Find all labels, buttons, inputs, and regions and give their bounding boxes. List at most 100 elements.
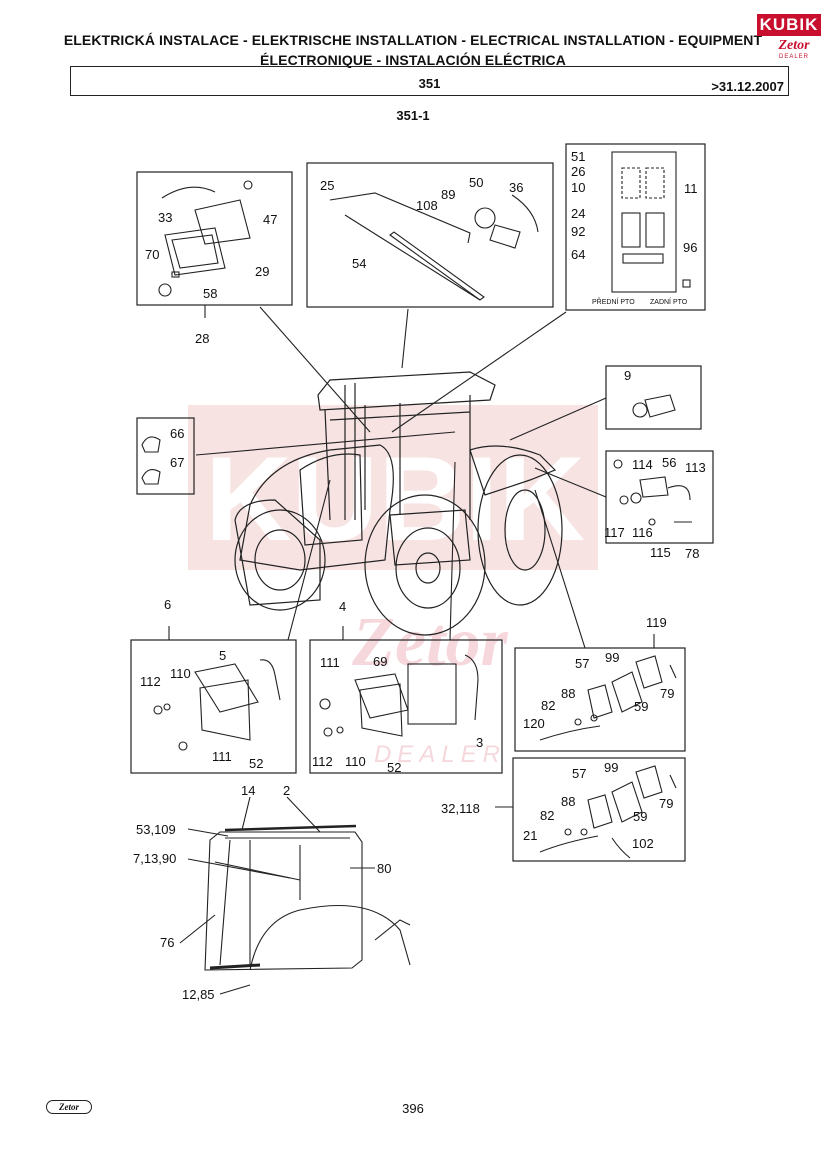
label-plate-a-3: 82 [541,698,555,713]
box-rear-lamp-left [130,639,297,774]
page-number: 396 [402,1101,424,1116]
watermark-big: KUBIK [205,432,585,566]
box-plate-lamp-a [514,647,686,752]
plug-parts [632,394,676,418]
label-cab-1: 2 [283,783,290,798]
rear-lamp-right-labels: 4 111 69 3 112 110 52 [312,599,483,775]
label-plate-a-6: 120 [523,716,545,731]
label-socket-0: 114 [632,457,653,472]
label-cab-3: 7,13,90 [133,851,176,866]
figure-code: 351-1 [396,108,430,123]
plate-lamp-b-labels: 32,118 57 99 88 82 59 79 21 102 [441,760,673,851]
leader-lines [168,305,655,808]
label-rear-right-0: 111 [320,655,340,670]
rear-lamp-left-parts [153,659,281,751]
logo-sub-brand: Zetor [778,38,810,53]
label-plate-b-2: 88 [561,794,575,809]
label-socket-5: 115 [650,545,671,560]
label-rear-right-4: 110 [345,754,366,769]
caption-front-pto: PŘEDNÍ PTO [592,297,635,306]
label-rear-right-3: 112 [312,754,333,769]
label-plate-b-ref: 32,118 [441,801,480,816]
label-switch-0: 51 [571,149,585,164]
label-cab-2: 53,109 [136,822,176,837]
label-plate-b-4: 59 [633,809,647,824]
label-plate-b-6: 21 [523,828,537,843]
box-wiper [306,162,554,308]
tractor-illustration [234,371,563,636]
switch-panel-parts [611,151,691,293]
label-plate-b-1: 99 [604,760,618,775]
beacon-labels: 66 67 [170,426,184,470]
label-rear-right-2: 3 [476,735,483,750]
plate-lamp-a-labels: 119 57 99 88 82 59 79 120 [523,615,674,731]
label-socket-1: 56 [662,455,676,470]
label-plate-a-2: 88 [561,686,575,701]
logo-brand: KUBIK [757,14,821,36]
label-beacon-0: 66 [170,426,184,441]
label-headlamp-3: 70 [145,247,159,262]
socket-parts [613,459,692,526]
plate-lamp-b-parts [539,765,677,859]
label-plate-a-0: 57 [575,656,589,671]
label-wiper-4: 108 [416,198,438,213]
label-headlamp-2: 29 [255,264,269,279]
title-line-1: ELEKTRICKÁ INSTALACE - ELEKTRISCHE INSTA… [63,32,763,48]
watermark-dealer: DEALER [374,741,506,768]
label-headlamp-ref: 28 [195,331,209,346]
group-header-box: 351 >31.12.2007 [70,66,789,96]
label-socket-6: 78 [685,546,699,561]
box-plug [605,365,702,430]
box-headlamp [136,171,293,306]
label-cab-4: 80 [377,861,391,876]
watermark-mid: Zetor [351,604,508,681]
kubik-zetor-logo: KUBIK Zetor DEALER [757,14,821,62]
label-wiper-3: 36 [509,180,523,195]
label-plate-a-1: 99 [605,650,619,665]
logo-tagline: DEALER [779,54,810,60]
label-switch-5: 92 [571,224,585,239]
label-headlamp-0: 33 [158,210,172,225]
label-wiper-0: 25 [320,178,334,193]
headlamp-parts [158,180,253,297]
plate-lamp-a-parts [539,655,677,741]
wiper-parts [329,192,539,301]
label-cab-5: 76 [160,935,174,950]
footer-zetor-logo: Zetor [46,1100,92,1114]
switch-panel-labels: 51 26 10 11 24 92 64 96 PŘEDNÍ PTO ZADNÍ… [571,149,698,306]
label-socket-3: 117 [604,525,625,540]
label-plate-a-4: 59 [634,699,648,714]
label-switch-1: 26 [571,164,585,179]
label-rear-left-1: 112 [140,674,161,689]
group-code: 351 [418,76,441,91]
label-plate-b-5: 79 [659,796,673,811]
validity-date: >31.12.2007 [711,79,784,94]
label-headlamp-1: 47 [263,212,277,227]
label-socket-4: 116 [632,525,653,540]
label-switch-2: 10 [571,180,585,195]
label-plate-a-ref: 119 [646,615,667,630]
box-rear-lamp-right [309,639,503,774]
box-outlines [130,143,714,862]
label-rear-left-2: 110 [170,666,191,681]
label-rear-left-ref: 6 [164,597,171,612]
label-beacon-1: 67 [170,455,184,470]
label-plate-b-0: 57 [572,766,586,781]
label-cab-0: 14 [241,783,255,798]
label-rear-right-1: 69 [373,654,387,669]
title-line-2: ÉLECTRONIQUE - INSTALACIÓN ELÉCTRICA [260,52,566,68]
label-switch-6: 64 [571,247,585,262]
label-plate-b-3: 82 [540,808,554,823]
label-plate-b-7: 102 [632,836,654,851]
box-beacon [136,417,195,495]
cab-wiring-drawing [179,796,411,995]
label-headlamp-4: 58 [203,286,217,301]
label-plug-0: 9 [624,368,631,383]
cab-labels: 14 2 53,109 7,13,90 80 76 12,85 [133,783,391,1002]
box-switch-panel [565,143,706,311]
rear-lamp-right-parts [319,654,479,737]
box-plate-lamp-b [512,757,686,862]
label-rear-right-ref: 4 [339,599,346,614]
headlamp-labels: 33 47 29 70 58 28 [145,210,277,346]
